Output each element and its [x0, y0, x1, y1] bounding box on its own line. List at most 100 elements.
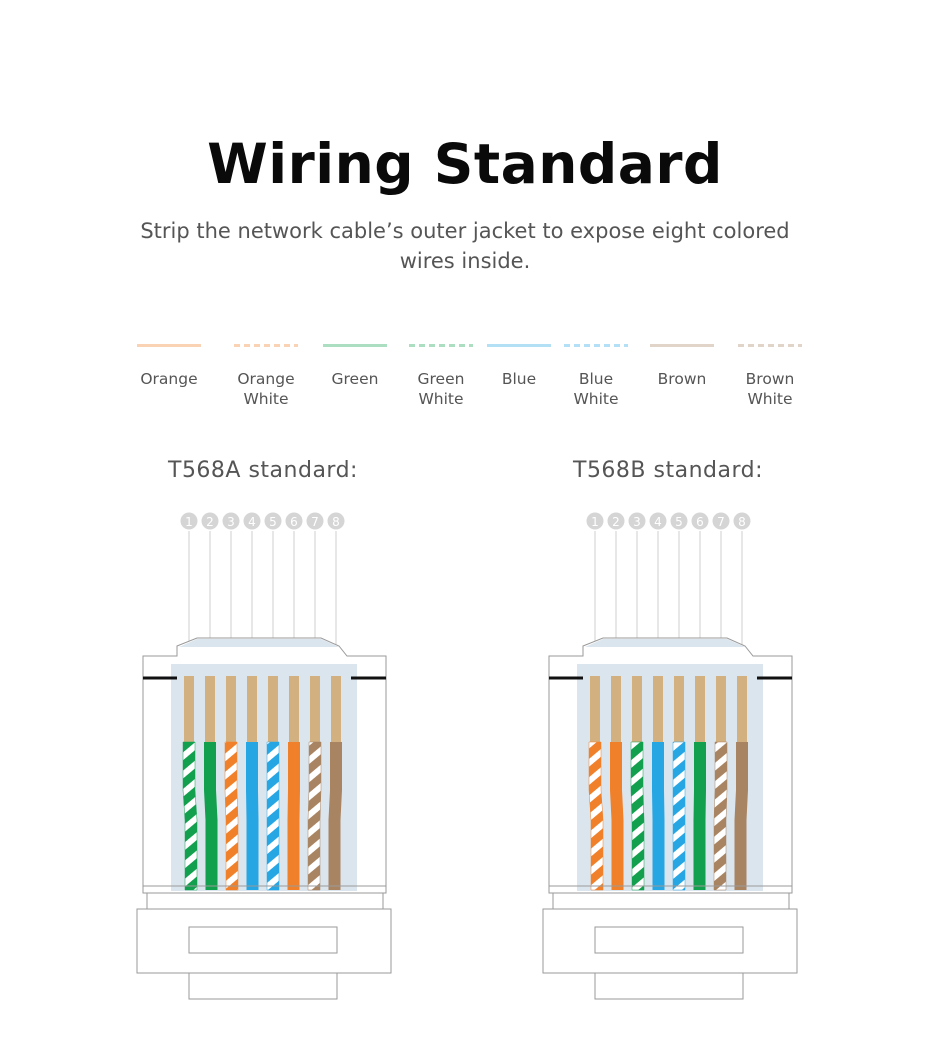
wire-orange-white: [224, 741, 239, 891]
pin-number-circle: [733, 512, 751, 530]
wire-orange: [287, 742, 300, 890]
pin-number-label: 7: [717, 515, 725, 529]
boot-window: [188, 926, 338, 954]
pin-number-circle: [586, 512, 604, 530]
pin-number-label: 8: [332, 515, 340, 529]
wire-blue-white: [266, 741, 280, 891]
page-title: Wiring Standard: [207, 132, 723, 196]
legend-item: Green White: [401, 344, 481, 409]
legend-swatch: [650, 344, 714, 347]
standard-b-label: T568B standard:: [573, 458, 764, 483]
pin-number-label: 6: [696, 515, 704, 529]
wire-contact-blade: [184, 676, 194, 742]
wire-contact-blade: [226, 676, 236, 742]
wire-blue-white: [672, 741, 686, 891]
wire-green-white: [630, 741, 645, 891]
page-subtitle: Strip the network cable’s outer jacket t…: [140, 219, 790, 273]
legend-swatch: [234, 344, 298, 347]
wire-contact-blade: [611, 676, 621, 742]
pin-number-circle: [628, 512, 646, 530]
pin-number-circle: [670, 512, 688, 530]
wire-contact-blade: [695, 676, 705, 742]
pin-number-circle: [327, 512, 345, 530]
pin-number-circle: [222, 512, 240, 530]
legend-label: Green: [331, 370, 379, 388]
wire-contact-blade: [737, 676, 747, 742]
pin-number-circle: [306, 512, 324, 530]
pin-number-circle: [285, 512, 303, 530]
legend-item: Orange: [129, 344, 209, 389]
pin-number-label: 8: [738, 515, 746, 529]
wire-orange: [610, 742, 624, 890]
legend-label: Green White: [417, 370, 465, 408]
boot-window: [594, 926, 744, 954]
wire-orange-white: [588, 741, 604, 891]
wire-brown: [734, 742, 748, 890]
pin-number-circle: [691, 512, 709, 530]
wire-channel-panel: [577, 664, 763, 891]
pin-number-label: 3: [633, 515, 641, 529]
wire-contact-blade: [310, 676, 320, 742]
pin-number-label: 7: [311, 515, 319, 529]
wire-contact-blade: [674, 676, 684, 742]
wire-contact-blade: [716, 676, 726, 742]
wire-contact-blade: [247, 676, 257, 742]
standard-a-label: T568A standard:: [168, 458, 358, 483]
wire-contact-blade: [632, 676, 642, 742]
wire-brown-white: [307, 741, 322, 891]
pin-number-label: 2: [612, 515, 620, 529]
pin-number-label: 2: [206, 515, 214, 529]
pin-number-circle: [607, 512, 625, 530]
wire-channel-panel: [171, 664, 357, 891]
legend-label: Brown: [657, 370, 707, 388]
legend-label: Blue: [501, 370, 537, 388]
wire-contact-blade: [653, 676, 663, 742]
strain-relief-top: [552, 892, 790, 910]
legend-item: Green: [315, 344, 395, 389]
pin-number-circle: [649, 512, 667, 530]
pin-number-circle: [264, 512, 282, 530]
wire-green: [693, 742, 706, 890]
legend-item: Blue White: [556, 344, 636, 409]
cable-stub: [594, 972, 744, 1000]
pin-number-circle: [180, 512, 198, 530]
wire-blue: [652, 742, 665, 890]
housing-top-tab: [179, 639, 339, 647]
pin-number-label: 4: [248, 515, 256, 529]
legend-label: Blue White: [573, 370, 619, 408]
legend-swatch: [137, 344, 201, 347]
legend-item: Blue: [479, 344, 559, 389]
pin-number-circle: [201, 512, 219, 530]
legend-item: Orange White: [226, 344, 306, 409]
legend-swatch: [738, 344, 802, 347]
wire-contact-blade: [268, 676, 278, 742]
legend-label: Brown White: [745, 370, 795, 408]
legend-item: Brown: [642, 344, 722, 389]
wire-contact-blade: [289, 676, 299, 742]
legend-label: Orange White: [237, 370, 295, 408]
wire-green: [204, 742, 218, 890]
wire-brown-white: [713, 741, 728, 891]
pin-number-label: 5: [675, 515, 683, 529]
pin-number-label: 6: [290, 515, 298, 529]
pin-number-circle: [243, 512, 261, 530]
pin-number-label: 1: [185, 515, 193, 529]
pin-number-label: 3: [227, 515, 235, 529]
wire-green-white: [182, 741, 198, 891]
cable-stub: [188, 972, 338, 1000]
legend-swatch: [323, 344, 387, 347]
wire-contact-blade: [590, 676, 600, 742]
legend-swatch: [409, 344, 473, 347]
wire-contact-blade: [331, 676, 341, 742]
legend-label: Orange: [140, 370, 198, 388]
wire-contact-blade: [205, 676, 215, 742]
pin-number-label: 1: [591, 515, 599, 529]
strain-relief-top: [146, 892, 384, 910]
wire-blue: [246, 742, 259, 890]
pin-number-circle: [712, 512, 730, 530]
legend-swatch: [564, 344, 628, 347]
pin-number-label: 5: [269, 515, 277, 529]
wire-brown: [328, 742, 342, 890]
housing-top-tab: [585, 639, 745, 647]
